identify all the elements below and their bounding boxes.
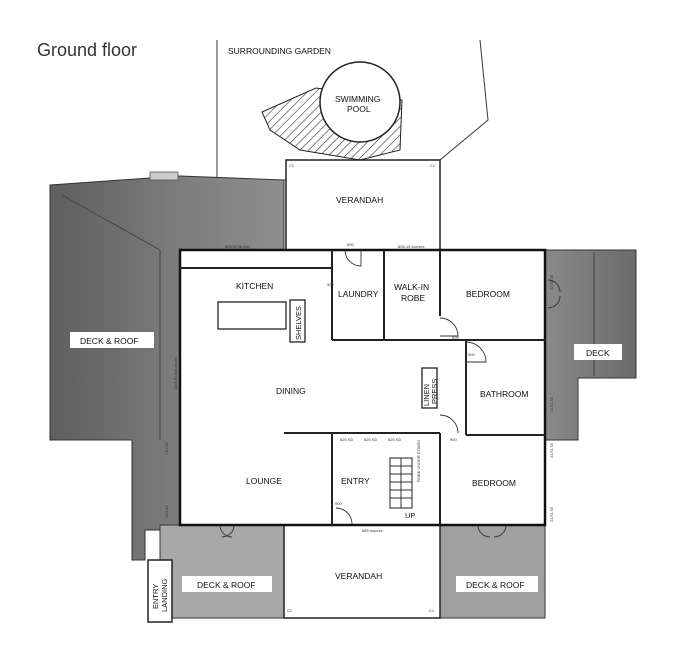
swimming-pool (319, 61, 401, 143)
bedroom-bottom-label: BEDROOM (472, 478, 516, 488)
deck-right-label: DECK (586, 348, 610, 358)
column-c1-d: C1 (429, 608, 435, 613)
stair-note: ROBE UNDER STAIRS (416, 440, 421, 482)
entry-landing-label-1: ENTRY (151, 584, 160, 609)
bedroom-top-label: BEDROOM (466, 289, 510, 299)
verandah-top (285, 159, 441, 251)
house-outline (178, 248, 547, 527)
dim-right-d: 2170-78 (549, 507, 554, 522)
deck-roof-bottom-right (439, 524, 546, 619)
bathroom-label: BATHROOM (480, 389, 528, 399)
deck-roof-left-label: DECK & ROOF (80, 336, 139, 346)
verandah-bottom-label: VERANDAH (335, 571, 382, 581)
kitchen-label: KITCHEN (236, 281, 273, 291)
door-900-c: 900 (468, 352, 475, 357)
dim-left-wall: 2455 Bi-fold doors (173, 358, 178, 390)
dim-right-c: 2170-78 (549, 443, 554, 458)
verandah-top-label: VERANDAH (336, 195, 383, 205)
pool-label-2: POOL (347, 104, 371, 114)
door-900-b: 900 (452, 335, 459, 340)
entry-label: ENTRY (341, 476, 370, 486)
door-swings (219, 249, 561, 538)
shelves-label: SHELVES (294, 306, 303, 340)
lounge-label: LOUNGE (246, 476, 282, 486)
walkin-label-2: ROBE (401, 293, 425, 303)
kitchen-bench (217, 301, 287, 330)
door-820-c: 820 SD (388, 437, 401, 442)
garden-label: SURROUNDING GARDEN (228, 46, 331, 56)
linen-label-1: LINEN (422, 384, 431, 406)
door-820-b: 820 SD (364, 437, 377, 442)
entry-landing (147, 559, 173, 623)
dim-bottom: 689 louvres (362, 528, 383, 533)
door-900-e: 900 (335, 501, 342, 506)
laundry-label: LAUNDRY (338, 289, 379, 299)
deck-roof-bottom-left-label: DECK & ROOF (197, 580, 256, 590)
dim-top-right: 805-15 louvres (398, 244, 424, 249)
column-c1-b: C1 (430, 163, 436, 168)
dim-left-c: 780-30 (164, 505, 169, 518)
dim-top-left: 805-30 Bi-fold (225, 244, 250, 249)
verandah-bottom (283, 524, 441, 619)
roof-ridge (61, 194, 161, 251)
stairs-up-label: UP (405, 511, 415, 520)
column-c1-a: C1 (289, 163, 295, 168)
deck-roof-bottom-left-tag (182, 576, 272, 592)
dim-right-b: 2170-78 (549, 397, 554, 412)
linen-press (421, 367, 438, 409)
chimney (149, 171, 179, 181)
door-900-f: 900 (327, 282, 334, 287)
internal-walls (180, 250, 545, 525)
column-c1-c: C1 (287, 608, 293, 613)
dining-label: DINING (276, 386, 306, 396)
stairs (389, 457, 413, 509)
plan-title: Ground floor (37, 40, 138, 60)
door-820-a: 820 SD (340, 437, 353, 442)
walkin-label-1: WALK-IN (394, 282, 429, 292)
deck-roof-bottom-right-tag (456, 576, 538, 592)
deck-roof-left-tag (70, 332, 154, 348)
linen-label-2: PRESS (430, 379, 439, 404)
pool-label-1: SWIMMING (335, 94, 380, 104)
dim-left-b: 730-78 (164, 442, 169, 455)
entry-landing-label-2: LANDING (160, 578, 169, 612)
door-900-d: 900 (450, 437, 457, 442)
deck-right-tag (574, 344, 622, 360)
deck-roof-bottom-right-label: DECK & ROOF (466, 580, 525, 590)
dim-right-a: 2170-78 (549, 275, 554, 290)
shelves-unit (289, 299, 306, 343)
door-900-a: 900 (347, 242, 354, 247)
deck-roof-bottom-left (159, 524, 285, 619)
